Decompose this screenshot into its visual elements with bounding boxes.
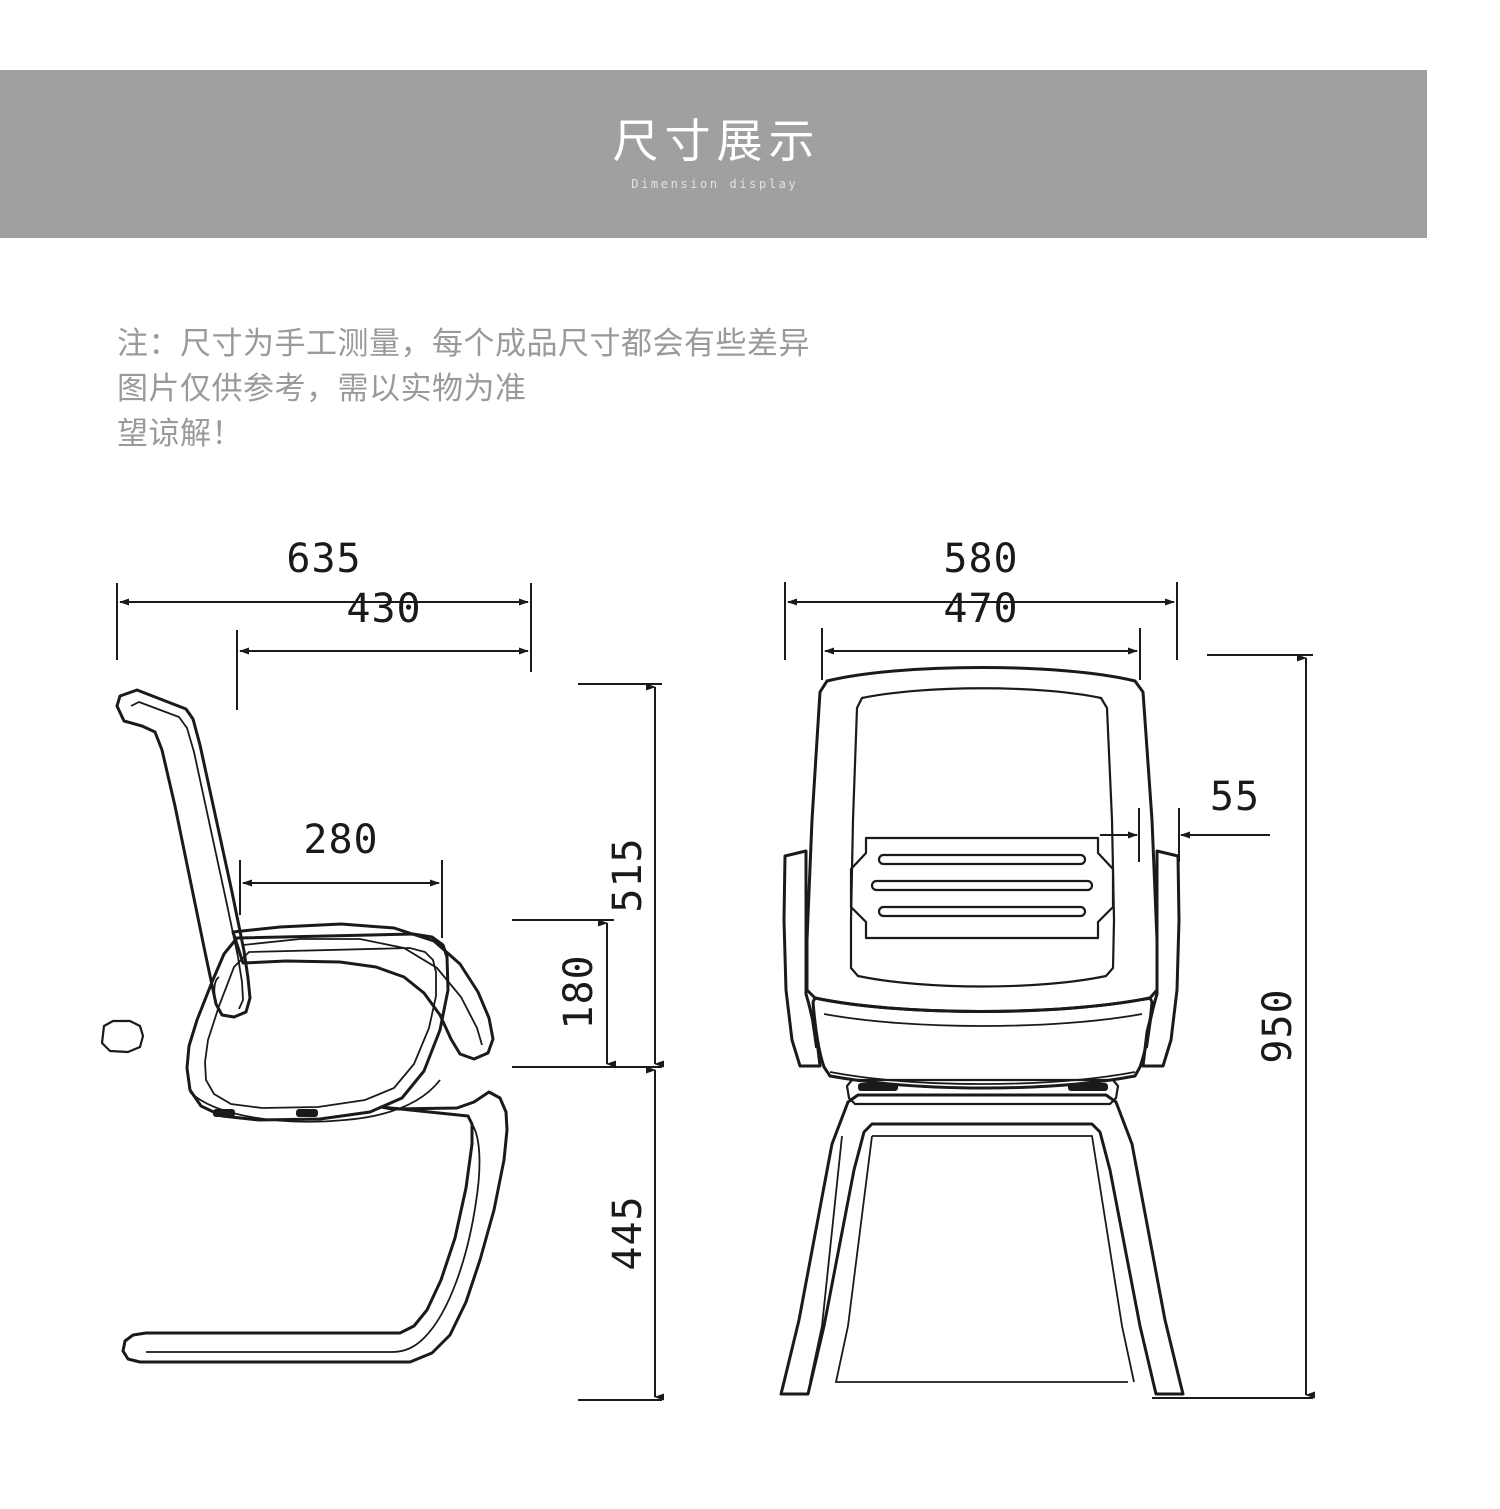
dim-950: 950 [1152, 654, 1315, 1399]
technical-drawing-area: .ln { stroke:#1a1a1a; fill:none; stroke-… [0, 520, 1500, 1440]
seat-fixing-slot-right [296, 1109, 318, 1117]
front-view-seat [811, 996, 1154, 1090]
dim-label-470: 470 [943, 586, 1018, 632]
dim-label-445: 445 [605, 1195, 651, 1270]
dim-label-180: 180 [556, 954, 602, 1029]
note-line-1: 注：尺寸为手工测量，每个成品尺寸都会有些差异 [117, 326, 810, 362]
dim-label-635: 635 [286, 536, 361, 582]
front-view-sled-base [779, 1093, 1185, 1396]
side-view-cantilever-base [121, 1090, 509, 1364]
dim-label-430: 430 [346, 586, 421, 632]
note-line-2: 图片仅供参考，需以实物为准 [117, 371, 527, 407]
note-line-3: 望谅解！ [117, 416, 243, 452]
dim-580: 580 [784, 536, 1178, 660]
front-view-backrest [805, 666, 1159, 1013]
page-title: 尺寸展示 [612, 114, 821, 169]
dim-635: 635 [116, 536, 532, 672]
dim-label-580: 580 [943, 536, 1018, 582]
lumbar-slot-1 [877, 853, 1087, 866]
side-view-armrest [231, 922, 495, 1061]
dim-label-55: 55 [1210, 774, 1260, 820]
dimension-drawing-svg: .ln { stroke:#1a1a1a; fill:none; stroke-… [100, 536, 1315, 1401]
base-bolt-left [858, 1083, 898, 1091]
front-view-base-connector [845, 1078, 1120, 1106]
dim-label-950: 950 [1255, 988, 1301, 1063]
dim-515-445: 515 445 [512, 683, 664, 1401]
lumbar-slot-3 [877, 905, 1087, 918]
dim-label-515: 515 [605, 837, 651, 912]
dim-label-280: 280 [303, 817, 378, 863]
front-view-group: 580 470 55 950 [779, 536, 1315, 1399]
front-view-armrest-left [782, 849, 822, 1068]
dim-55: 55 [1100, 774, 1270, 862]
side-view-lumbar-knob [100, 1019, 145, 1054]
base-bolt-right [1068, 1083, 1108, 1091]
dim-430: 430 [236, 586, 529, 710]
dim-280: 280 [239, 817, 443, 938]
dim-470: 470 [821, 586, 1141, 680]
note-block: 注：尺寸为手工测量，每个成品尺寸都会有些差异 图片仅供参考，需以实物为准 望谅解… [117, 322, 1017, 457]
header-band: 尺寸展示 Dimension display [0, 70, 1427, 238]
side-view-group: 635 430 280 515 445 [100, 536, 664, 1401]
page-subtitle: Dimension display [631, 176, 799, 191]
side-view-backrest [115, 688, 252, 1019]
lumbar-slot-2 [870, 879, 1094, 892]
seat-fixing-slot-left [213, 1109, 235, 1117]
dim-180: 180 [512, 919, 616, 1068]
